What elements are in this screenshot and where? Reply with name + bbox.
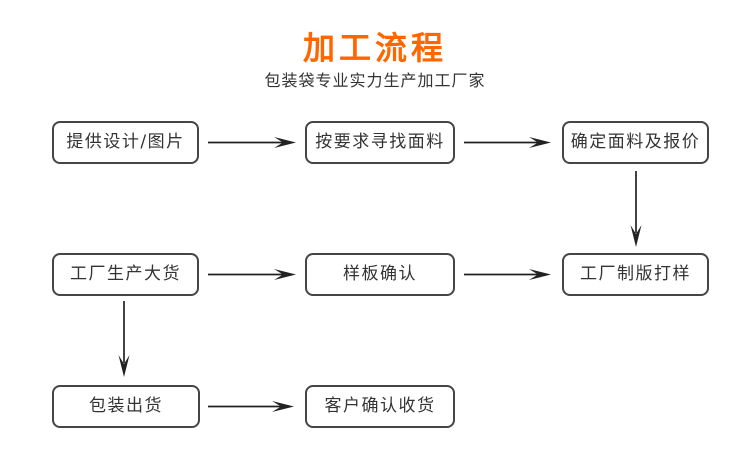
page-title: 加工流程 xyxy=(302,29,447,67)
arrow-right-icon xyxy=(208,137,296,148)
arrow-down-icon xyxy=(630,171,642,247)
node-label: 样板确认 xyxy=(343,264,417,284)
node-confirm-fabric-quote: 确定面料及报价 xyxy=(562,121,709,164)
node-label: 确定面料及报价 xyxy=(570,132,701,152)
node-label: 提供设计/图片 xyxy=(66,132,185,152)
arrow-right-icon xyxy=(208,269,296,280)
node-sample-confirmation: 样板确认 xyxy=(305,253,455,296)
node-packing-shipment: 包装出货 xyxy=(52,385,200,428)
node-customer-confirm-receipt: 客户确认收货 xyxy=(305,385,455,428)
node-label: 工厂生产大货 xyxy=(70,264,181,284)
arrow-down-icon xyxy=(118,301,130,377)
node-factory-mass-production: 工厂生产大货 xyxy=(52,253,199,296)
node-label: 工厂制版打样 xyxy=(580,264,691,284)
arrow-right-icon xyxy=(208,401,294,412)
page-subtitle: 包装袋专业实力生产加工厂家 xyxy=(264,71,486,90)
arrow-right-icon xyxy=(464,137,551,148)
node-find-fabric: 按要求寻找面料 xyxy=(305,121,455,164)
node-label: 按要求寻找面料 xyxy=(315,132,445,152)
node-provide-design: 提供设计/图片 xyxy=(52,121,199,164)
node-label: 客户确认收货 xyxy=(324,396,436,416)
node-label: 包装出货 xyxy=(89,396,163,416)
node-factory-plate-sampling: 工厂制版打样 xyxy=(562,253,709,296)
arrow-right-icon xyxy=(464,269,551,280)
